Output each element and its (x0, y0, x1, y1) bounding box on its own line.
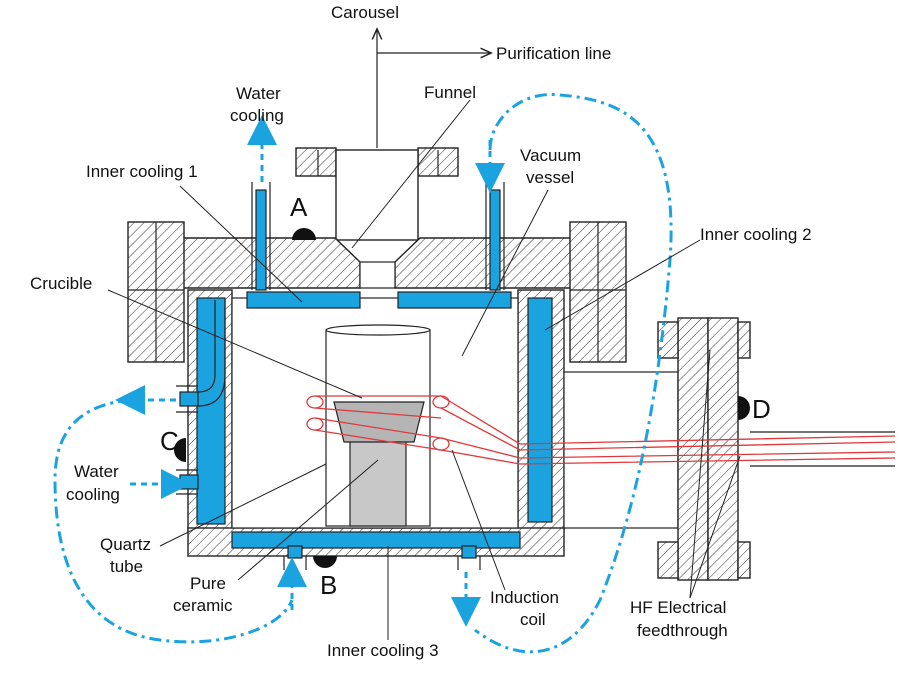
side-flanges (127, 221, 627, 363)
label-quartz-tube-1: Quartz (100, 535, 151, 554)
point-d-label: D (752, 394, 771, 424)
coolant-loop (53, 92, 673, 654)
label-pure-ceramic-2: ceramic (173, 596, 233, 615)
left-cooling-channel (196, 297, 226, 525)
label-water-cooling-top-2: cooling (230, 106, 284, 125)
top-pipe-flange (295, 147, 459, 241)
point-b-label: B (320, 570, 337, 600)
crucible (333, 401, 425, 443)
label-quartz-tube-2: tube (110, 557, 143, 576)
labels: Carousel Purification line Water cooling… (30, 3, 812, 660)
inner-cooling-1-channel (246, 291, 361, 309)
label-crucible: Crucible (30, 274, 92, 293)
side-port (563, 317, 751, 581)
label-hf-feedthrough-1: HF Electrical (630, 598, 726, 617)
cooling-channels (179, 189, 553, 559)
label-induction-coil-1: Induction (490, 588, 559, 607)
vessel-lid (134, 237, 623, 289)
ceramic-support (349, 439, 407, 527)
label-carousel: Carousel (331, 3, 399, 22)
point-a-label: A (290, 192, 308, 222)
label-purification-line: Purification line (496, 44, 611, 63)
label-inner-cooling-1: Inner cooling 1 (86, 162, 198, 181)
label-induction-coil-2: coil (520, 610, 546, 629)
label-vacuum-vessel-1: Vacuum (520, 146, 581, 165)
leader-lines (107, 99, 741, 640)
induction-coil (306, 395, 896, 465)
label-water-cooling-top-1: Water (236, 84, 281, 103)
probe-points (174, 228, 750, 568)
label-inner-cooling-2: Inner cooling 2 (700, 225, 812, 244)
hf-leads (750, 431, 895, 467)
label-vacuum-vessel-2: vessel (526, 168, 574, 187)
label-water-cooling-left-2: cooling (66, 485, 120, 504)
label-inner-cooling-3: Inner cooling 3 (327, 641, 439, 660)
inner-cooling-2-channel (527, 297, 553, 523)
top-pipe-arrows (377, 30, 490, 148)
inner-cooling-top-right (397, 291, 512, 309)
label-funnel: Funnel (424, 83, 476, 102)
inner-cooling-3-channel (231, 531, 521, 549)
point-c-label: C (160, 426, 179, 456)
label-pure-ceramic-1: Pure (190, 574, 226, 593)
label-hf-feedthrough-2: feedthrough (637, 621, 728, 640)
label-water-cooling-left-1: Water (74, 462, 119, 481)
